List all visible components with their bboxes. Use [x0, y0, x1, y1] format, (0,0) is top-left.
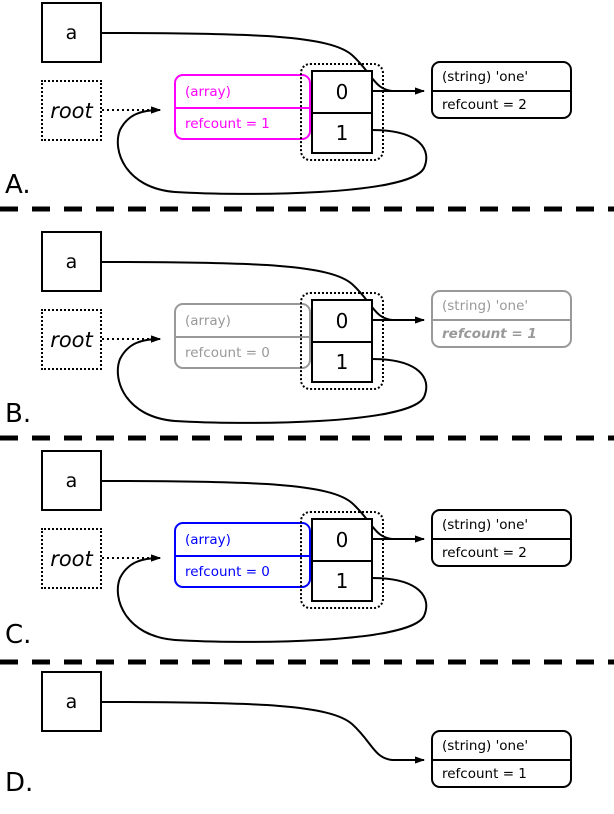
root-box-A[interactable]: root — [41, 80, 102, 141]
zval-refcount-row: refcount = 0 — [176, 336, 309, 367]
root-label: root — [50, 98, 93, 123]
array-cells-container-B — [300, 292, 384, 390]
root-label: root — [50, 327, 93, 352]
zval-type-row: (string) 'one' — [442, 516, 529, 533]
variable-box-a-D[interactable]: a — [41, 671, 102, 732]
array-cell-0[interactable]: 0 — [335, 528, 349, 552]
variable-label: a — [65, 469, 78, 492]
array-cells-A[interactable]: 0 1 — [311, 70, 373, 154]
zval-refcount-row: refcount = 2 — [433, 538, 570, 565]
array-cells-C[interactable]: 0 1 — [311, 518, 373, 602]
root-label: root — [50, 546, 93, 571]
edge-cell1-to-array-C — [116, 554, 428, 643]
array-cells-container-A — [300, 63, 384, 161]
edge-a-to-string-B — [101, 261, 425, 324]
panel-label-D: D. — [5, 768, 34, 798]
zval-refcount-row: refcount = 1 — [433, 319, 570, 346]
zval-refcount-row: refcount = 1 — [433, 759, 570, 786]
zval-array-B[interactable]: (array) refcount = 0 — [174, 303, 311, 369]
root-box-C[interactable]: root — [41, 528, 102, 589]
panel-label-A: A. — [5, 170, 31, 200]
array-cells-container-C — [300, 511, 384, 609]
array-cell-0[interactable]: 0 — [335, 80, 349, 104]
zval-array-C[interactable]: (array) refcount = 0 — [174, 522, 311, 588]
edge-cell1-to-array-A — [116, 106, 428, 195]
array-cells-B[interactable]: 0 1 — [311, 299, 373, 383]
zval-string-B[interactable]: (string) 'one' refcount = 1 — [431, 290, 572, 348]
zval-string-D[interactable]: (string) 'one' refcount = 1 — [431, 730, 572, 788]
variable-box-a-C[interactable]: a — [41, 450, 102, 511]
edge-a-to-string-D — [101, 701, 425, 764]
variable-box-a-A[interactable]: a — [41, 2, 102, 63]
edge-a-to-string-C — [101, 480, 425, 543]
edge-cell1-to-array-B — [116, 335, 428, 424]
array-cell-1[interactable]: 1 — [313, 341, 371, 381]
root-box-B[interactable]: root — [41, 309, 102, 370]
panel-label-B: B. — [5, 399, 32, 429]
zval-refcount-row: refcount = 1 — [176, 107, 309, 138]
zval-type-row: (array) — [185, 83, 231, 100]
zval-refcount-row: refcount = 0 — [176, 555, 309, 586]
variable-label: a — [65, 21, 78, 44]
zval-type-row: (array) — [185, 312, 231, 329]
zval-string-A[interactable]: (string) 'one' refcount = 2 — [431, 61, 572, 119]
edge-a-to-string-A — [101, 32, 425, 95]
array-cell-0[interactable]: 0 — [335, 309, 349, 333]
zval-type-row: (string) 'one' — [442, 68, 529, 85]
variable-label: a — [65, 690, 78, 713]
zval-array-A[interactable]: (array) refcount = 1 — [174, 74, 311, 140]
zval-type-row: (string) 'one' — [442, 737, 529, 754]
zval-type-row: (array) — [185, 531, 231, 548]
panel-label-C: C. — [5, 620, 32, 650]
variable-box-a-B[interactable]: a — [41, 231, 102, 292]
zval-refcount-row: refcount = 2 — [433, 90, 570, 117]
array-cell-1[interactable]: 1 — [313, 112, 371, 152]
zval-string-C[interactable]: (string) 'one' refcount = 2 — [431, 509, 572, 567]
variable-label: a — [65, 250, 78, 273]
zval-type-row: (string) 'one' — [442, 297, 529, 314]
array-cell-1[interactable]: 1 — [313, 560, 371, 600]
